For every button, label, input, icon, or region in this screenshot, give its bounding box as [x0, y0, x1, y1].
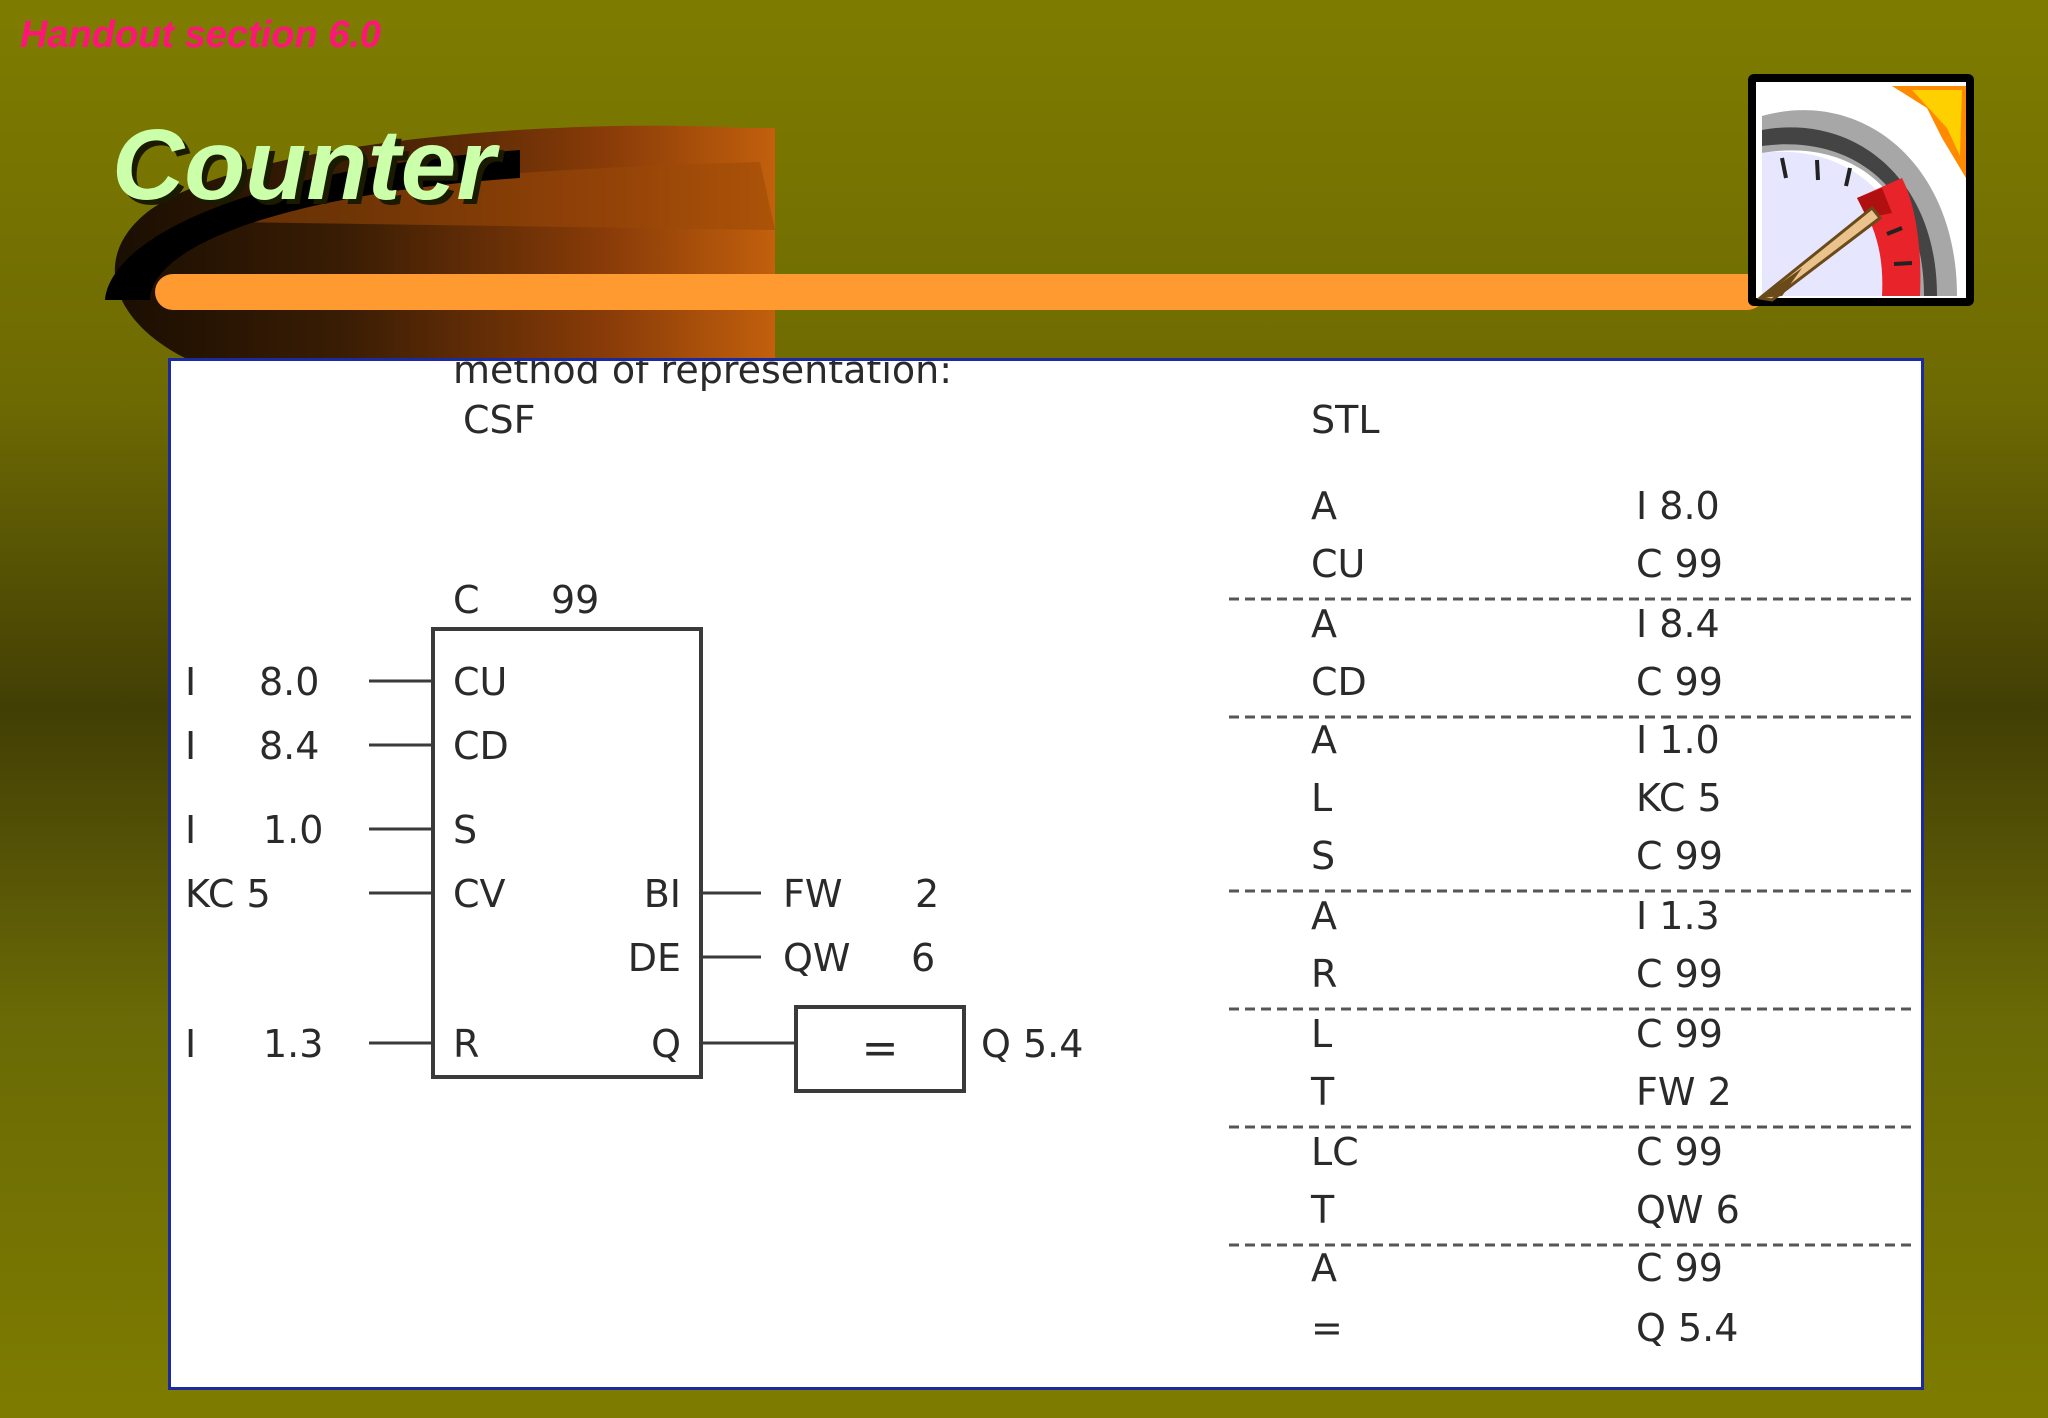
stl-op: T [1310, 1188, 1335, 1232]
stl-operand: I 8.4 [1636, 602, 1720, 646]
stl-operand: Q 5.4 [1636, 1306, 1738, 1350]
stl-op: A [1311, 602, 1337, 646]
input-addr: KC 5 [185, 872, 271, 916]
stl-operand: C 99 [1636, 1012, 1723, 1056]
stl-op: = [1311, 1306, 1343, 1350]
pin-label: S [453, 808, 477, 852]
stl-operand: C 99 [1636, 1246, 1723, 1290]
stl-op: A [1311, 484, 1337, 528]
method-heading: method of representation: [453, 361, 952, 392]
output-target: QW [783, 936, 850, 980]
output-target-value: Q 5.4 [981, 1022, 1083, 1066]
stl-operand: C 99 [1636, 1130, 1723, 1174]
speedometer-gauge-icon [1748, 74, 1974, 306]
pin-label: BI [644, 872, 681, 916]
stl-operand: C 99 [1636, 952, 1723, 996]
counter-block [431, 627, 703, 1079]
input-value: 8.0 [259, 660, 319, 704]
counter-diagram-panel: method of representation: CSF STL C 99 I… [168, 358, 1924, 1390]
stl-op: R [1311, 952, 1337, 996]
slide-title: Counter [112, 109, 496, 221]
stl-op: A [1311, 1246, 1337, 1290]
input-addr: I [185, 1022, 196, 1066]
csf-heading: CSF [463, 398, 536, 442]
stl-op: LC [1311, 1130, 1359, 1174]
stl-operand: I 1.3 [1636, 894, 1720, 938]
output-target: FW [783, 872, 842, 916]
counter-type-label: C [453, 578, 480, 622]
stl-op: A [1311, 718, 1337, 762]
stl-operand: I 1.0 [1636, 718, 1720, 762]
stl-op: CU [1311, 542, 1365, 586]
stl-op: A [1311, 894, 1337, 938]
stl-operand: FW 2 [1636, 1070, 1732, 1114]
stl-operand: C 99 [1636, 542, 1723, 586]
pin-label: CD [453, 724, 509, 768]
input-value: 8.4 [259, 724, 319, 768]
counter-number-label: 99 [551, 578, 599, 622]
input-addr: I [185, 808, 196, 852]
stl-op: T [1310, 1070, 1335, 1114]
stl-op: S [1311, 834, 1335, 878]
stl-op: CD [1311, 660, 1367, 704]
assign-box [794, 1005, 966, 1093]
stl-operand: I 8.0 [1636, 484, 1720, 528]
stl-op: L [1311, 1012, 1332, 1056]
input-addr: I [185, 724, 196, 768]
title-underline-bar [155, 274, 1765, 310]
pin-label: DE [628, 936, 681, 980]
output-target-value: 2 [915, 872, 939, 916]
handout-label: Handout section 6.0 [20, 14, 382, 56]
stl-heading: STL [1311, 398, 1380, 442]
stl-op: L [1311, 776, 1332, 820]
pin-label: Q [651, 1022, 681, 1066]
stl-operand: QW 6 [1636, 1188, 1740, 1232]
pin-label: R [453, 1022, 479, 1066]
stl-operand: C 99 [1636, 834, 1723, 878]
pin-label: CU [453, 660, 507, 704]
counter-function-diagram: method of representation: CSF STL C 99 I… [185, 361, 1911, 1350]
input-value: 1.3 [263, 1022, 323, 1066]
stl-operand: KC 5 [1636, 776, 1722, 820]
stl-operand: C 99 [1636, 660, 1723, 704]
assign-symbol: = [862, 1023, 899, 1074]
pin-label: CV [453, 872, 506, 916]
input-value: 1.0 [263, 808, 323, 852]
output-target-value: 6 [911, 936, 935, 980]
input-addr: I [185, 660, 196, 704]
